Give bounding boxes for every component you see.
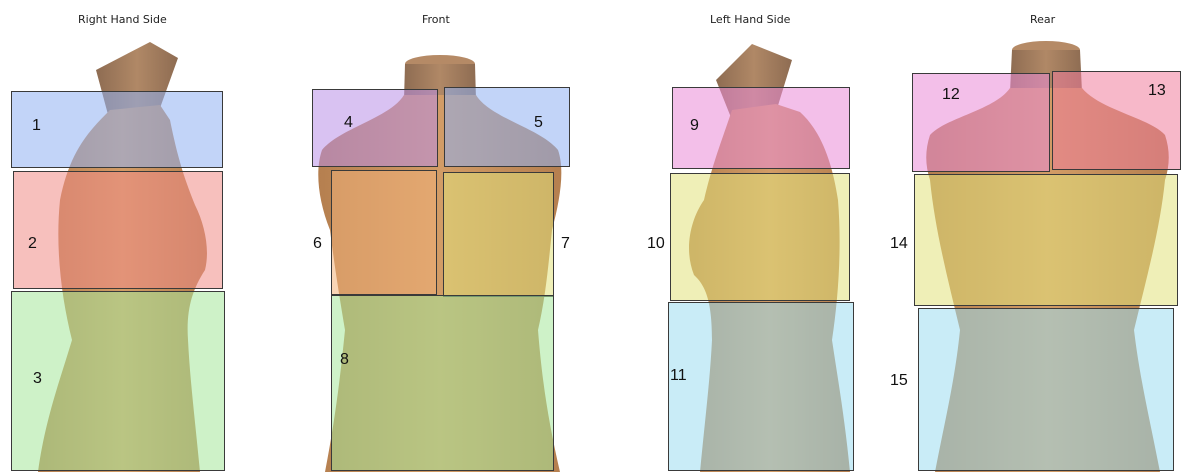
zone-1 [11,91,223,168]
zone-number-8: 8 [340,351,349,369]
zone-number-13: 13 [1148,82,1166,100]
zone-7 [443,172,554,297]
zone-3 [11,291,225,471]
zone-number-14: 14 [890,235,908,253]
zone-10 [670,173,850,301]
zone-number-3: 3 [33,370,42,388]
zone-number-10: 10 [647,235,665,253]
zone-number-6: 6 [313,235,322,253]
zone-4 [312,89,438,167]
view-title-right-hand-side: Right Hand Side [78,13,167,26]
zone-14 [914,174,1178,306]
zone-8 [331,295,554,471]
zone-number-9: 9 [690,117,699,135]
zone-2 [13,171,223,289]
zone-12 [912,73,1050,172]
zone-number-12: 12 [942,86,960,104]
view-title-left-hand-side: Left Hand Side [710,13,790,26]
zone-number-11: 11 [670,367,687,385]
zone-number-15: 15 [890,372,908,390]
zone-11 [668,302,854,471]
zone-number-7: 7 [561,235,570,253]
zone-number-2: 2 [28,235,37,253]
zone-number-4: 4 [344,114,353,132]
view-title-front: Front [422,13,450,26]
view-title-rear: Rear [1030,13,1055,26]
zone-15 [918,308,1174,471]
zone-5 [444,87,570,167]
zone-number-5: 5 [534,114,543,132]
zone-6 [331,170,437,295]
zone-number-1: 1 [32,117,41,135]
